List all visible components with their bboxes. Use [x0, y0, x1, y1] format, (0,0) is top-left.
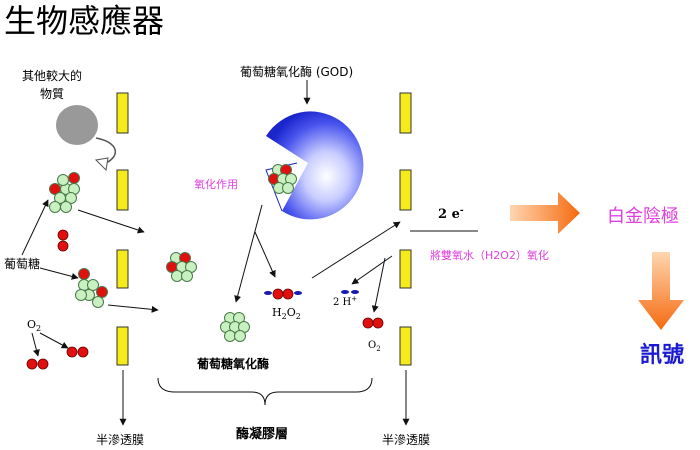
large-molecule: [56, 105, 98, 145]
glucose-molecule-mid: [75, 268, 108, 308]
product-label: 葡萄糖氧化酶: [196, 356, 269, 371]
glucose-molecule-top: [49, 172, 80, 213]
left-membrane-segment: [116, 169, 129, 211]
glucose-molecule-gel: [166, 252, 197, 282]
proton-molecule: [341, 290, 359, 294]
left-membrane-segment: [116, 326, 129, 366]
oxygen-molecule-left: [57, 229, 69, 252]
right-membrane-segment: [399, 92, 412, 134]
oxygen-molecule-bottom-left: [26, 346, 89, 370]
page-title: 生物感應器: [4, 2, 164, 40]
platinum-electrode-label: 白金陰極: [607, 206, 679, 227]
oxygen-molecule-right: [362, 317, 384, 329]
oxygen-label-left: O2: [27, 318, 41, 333]
glucose-molecule-enzyme: [268, 164, 297, 194]
orange-arrow-down: [638, 252, 684, 330]
larger-substances-label: 其他較大的: [22, 68, 82, 83]
larger-substances-label-2: 物質: [40, 86, 64, 101]
right-membrane-segment: [399, 326, 412, 366]
right-membrane-segment: [399, 169, 412, 211]
glucose-label: 葡萄糖: [4, 256, 40, 271]
left-membrane-segment: [116, 92, 129, 134]
gluconic-product-molecule: [220, 312, 250, 342]
electrons-label: 2 e-: [438, 206, 464, 222]
hydrogen-peroxide-molecule: [264, 288, 302, 300]
right-membrane-segment: [399, 249, 412, 289]
rebound-arrow: [94, 137, 116, 172]
membrane-label-left: 半滲透膜: [96, 433, 144, 447]
right-membrane: [399, 92, 412, 366]
enzyme-gel-layer-label: 酶凝膠層: [236, 426, 288, 442]
oxygen-label-right: O2: [368, 340, 381, 353]
left-membrane-segment: [116, 249, 129, 289]
oxidation-label: 氧化作用: [194, 177, 238, 191]
glucose-oxidase-enzyme: [266, 111, 364, 220]
hydrogen-peroxide-label: H2O2: [272, 306, 301, 321]
peroxide-oxidation-label: 將雙氧水（H2O2）氧化: [430, 248, 549, 262]
enzyme-label: 葡萄糖氧化酶 (GOD): [240, 64, 353, 79]
gel-layer-brace: [157, 377, 373, 406]
signal-label: 訊號: [640, 342, 684, 368]
orange-arrow-right: [510, 192, 580, 234]
left-membrane: [116, 92, 129, 366]
protons-label: 2 H+: [333, 295, 357, 308]
membrane-label-right: 半滲透膜: [382, 433, 430, 447]
